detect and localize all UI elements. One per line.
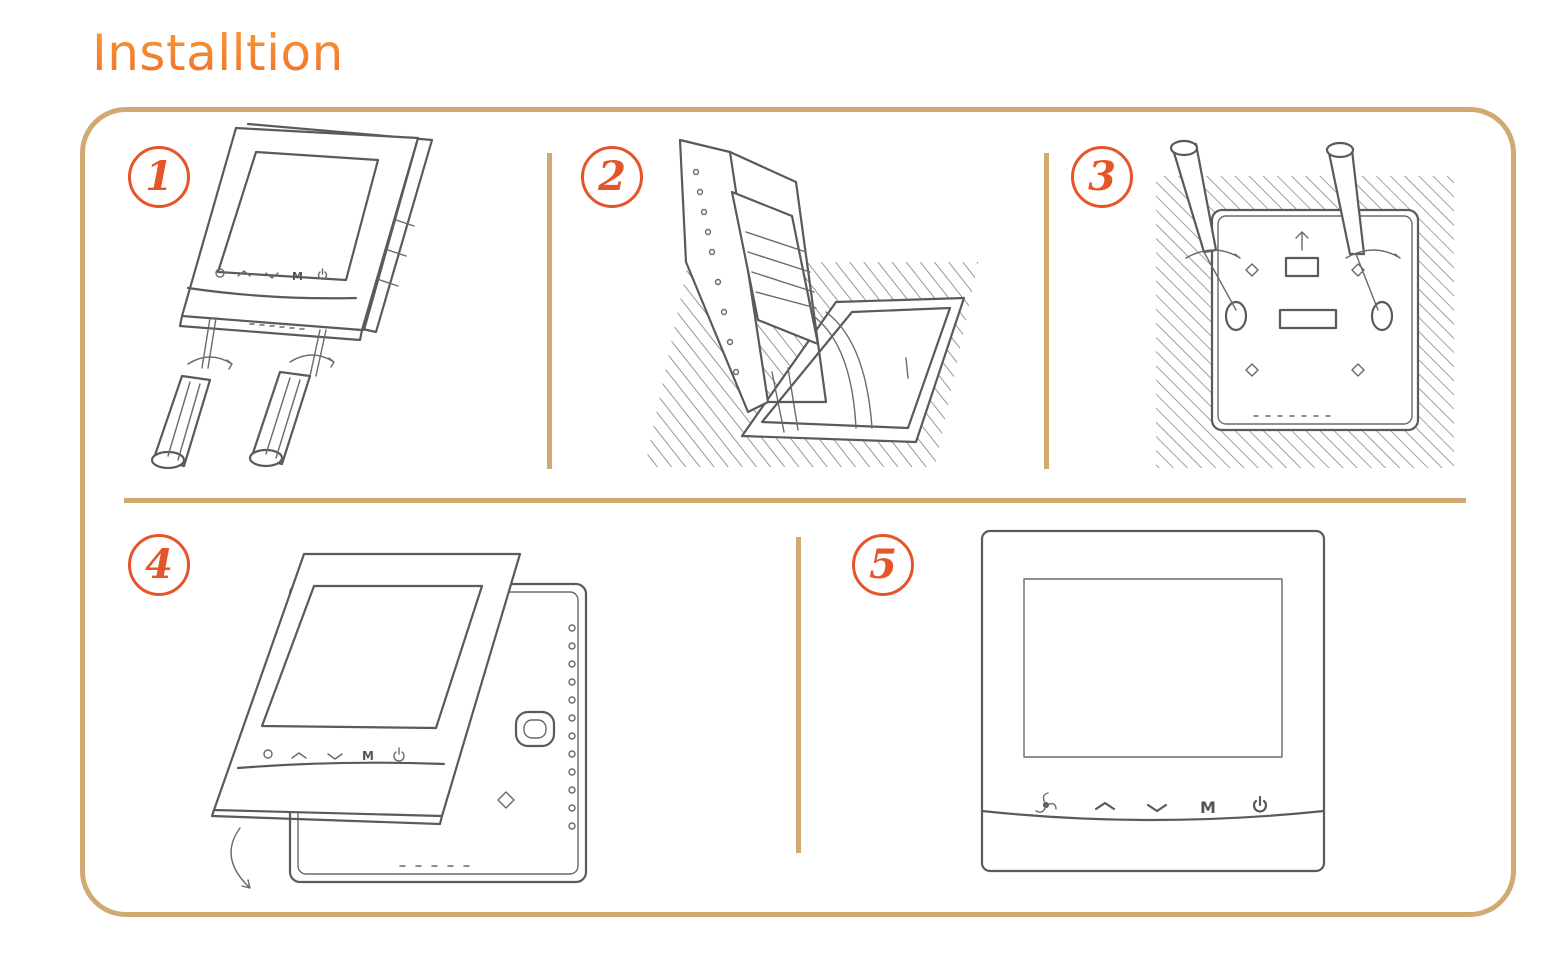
step-5-illustration: M xyxy=(980,529,1326,873)
up-arrow-icon xyxy=(1094,801,1116,811)
fan-icon xyxy=(263,749,273,759)
step-1-badge: 1 xyxy=(128,146,190,208)
step-2-badge: 2 xyxy=(581,146,643,208)
page-title: Installtion xyxy=(92,18,344,88)
step-4-illustration: M xyxy=(210,552,588,889)
row-divider xyxy=(124,498,1466,503)
step-3-badge: 3 xyxy=(1071,146,1133,208)
divider-4-5 xyxy=(796,537,801,853)
divider-2-3 xyxy=(1044,153,1049,469)
step-4-badge: 4 xyxy=(128,534,190,596)
mode-button-glyph: M xyxy=(292,270,303,283)
power-icon xyxy=(1252,795,1268,813)
down-arrow-icon xyxy=(1146,803,1168,813)
divider-1-2 xyxy=(547,153,552,469)
rotate-arrow-icon xyxy=(187,354,335,370)
up-arrow-icon xyxy=(291,752,307,759)
installation-frame xyxy=(80,107,1516,917)
mode-button-glyph: M xyxy=(362,749,374,763)
fan-icon xyxy=(1035,792,1057,813)
step-1-illustration: M xyxy=(150,122,434,470)
rotate-arrow-icon xyxy=(230,827,251,889)
mode-button-glyph: M xyxy=(1200,798,1216,817)
up-arrow-icon xyxy=(237,270,251,277)
step-5-badge: 5 xyxy=(852,534,914,596)
step-3-illustration xyxy=(1156,139,1454,468)
down-arrow-icon xyxy=(265,272,279,279)
power-icon xyxy=(393,747,405,762)
power-icon xyxy=(317,268,328,280)
down-arrow-icon xyxy=(327,753,343,760)
screwdriver-icon xyxy=(150,370,312,470)
step-2-illustration xyxy=(644,138,979,467)
fan-icon xyxy=(215,268,225,278)
